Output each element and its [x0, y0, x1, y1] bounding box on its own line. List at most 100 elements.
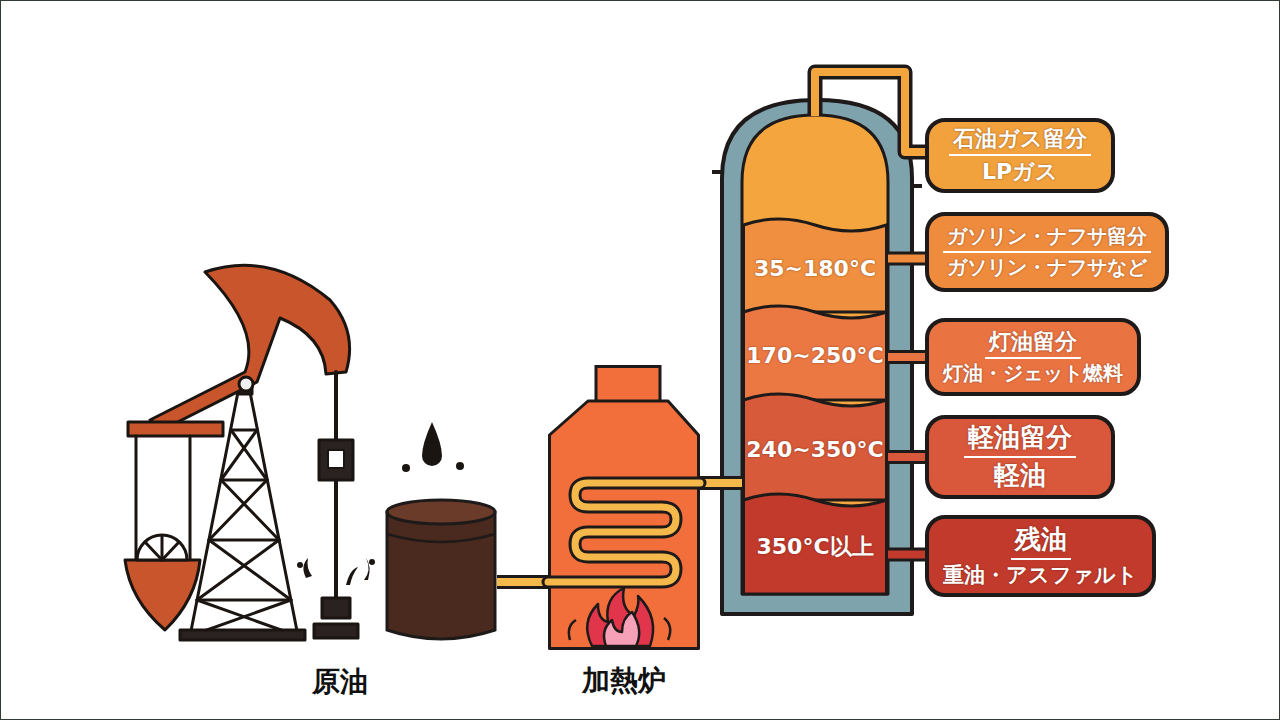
polished-rod — [334, 372, 338, 605]
pipe-connector — [497, 582, 548, 583]
pipe-connector — [888, 258, 925, 259]
counterweight — [125, 560, 200, 630]
band-node: 240~350°C — [742, 400, 888, 500]
wellhead — [322, 598, 350, 618]
pipe-connector — [888, 456, 925, 457]
tank-shape — [385, 498, 497, 642]
pipe-outline — [888, 548, 925, 562]
wellhead-base — [314, 624, 358, 638]
fraction-name: 石油ガス留分 — [949, 126, 1091, 156]
pipe-outline — [888, 450, 925, 464]
fire — [587, 588, 653, 646]
fire — [664, 618, 670, 640]
crank-wheel — [137, 535, 187, 560]
overhead-pipe — [815, 72, 928, 152]
hanger — [135, 436, 138, 560]
temperature-range: 35~180°C — [754, 256, 876, 281]
pipe-fill — [888, 353, 925, 361]
fraction-name: 灯油留分 — [985, 329, 1081, 359]
pipe-connector — [700, 483, 742, 484]
derrick — [197, 540, 279, 600]
derrick — [209, 539, 279, 542]
pipe-fill — [497, 578, 548, 586]
pipe-outline — [888, 350, 925, 364]
heating-coil — [548, 483, 700, 582]
pipe-fill — [888, 551, 925, 559]
wheel-spokes — [162, 542, 179, 560]
tank-top — [387, 500, 495, 524]
column-shell — [722, 100, 912, 614]
overhead-pipe — [815, 72, 928, 152]
furnace-body — [550, 401, 699, 649]
derrick — [221, 479, 267, 482]
splash — [364, 558, 370, 580]
shell-tab — [912, 184, 922, 188]
pipe-connector — [888, 554, 925, 555]
splash — [303, 558, 312, 578]
tank-body — [387, 512, 495, 639]
splash — [297, 558, 375, 585]
pipe-outline — [700, 476, 742, 490]
tank-node: 原油 — [385, 498, 497, 642]
heating-coil — [548, 483, 700, 582]
box-node: 石油ガス留分 LPガス — [925, 118, 1115, 193]
fire — [604, 612, 639, 646]
band-fill — [744, 494, 887, 594]
box-node: ガソリン・ナフサ留分ガソリン・ナフサなど — [925, 212, 1169, 292]
crossbar — [128, 422, 223, 436]
oil-drop — [422, 422, 442, 466]
pipe-connector — [888, 357, 925, 358]
wheel-spokes — [161, 536, 164, 560]
hanger — [189, 436, 192, 560]
overhead-pipe — [815, 72, 928, 152]
derrick — [231, 430, 267, 480]
fraction-name: 残油 — [1011, 525, 1071, 560]
derrick — [209, 540, 291, 600]
splash — [369, 559, 375, 565]
shell-tab — [712, 170, 722, 174]
fire — [569, 620, 576, 640]
walking-beam — [150, 265, 350, 430]
pipe-fill — [888, 255, 925, 263]
fraction-name: 軽油留分 — [964, 423, 1076, 458]
band-node: 35~180°C — [742, 225, 888, 312]
product-name: LPガス — [982, 159, 1058, 184]
equipment-label: 加熱炉 — [548, 665, 700, 697]
product-name: ガソリン・ナフサなど — [947, 256, 1147, 279]
wheel-spokes — [145, 542, 162, 560]
temperature-range: 240~350°C — [746, 437, 883, 462]
tank-band — [387, 534, 495, 542]
furnace-shape — [548, 365, 700, 650]
box-node: 灯油留分灯油・ジェット燃料 — [925, 318, 1141, 396]
product-name: 重油・アスファルト — [943, 563, 1138, 587]
product-name: 灯油・ジェット燃料 — [943, 362, 1123, 385]
band-fill — [744, 394, 887, 500]
band-node: 350°C以上 — [742, 500, 888, 594]
temperature-range: 350°C以上 — [756, 534, 873, 559]
band-node: 170~250°C — [742, 312, 888, 400]
beam-bearing — [239, 377, 253, 391]
pipe-fill — [888, 453, 925, 461]
oil-drop — [402, 464, 410, 472]
furnace-node: 加熱炉 — [548, 365, 700, 650]
splash — [346, 567, 358, 585]
fire — [569, 588, 670, 646]
derrick — [221, 480, 279, 540]
box-node: 残油重油・アスファルト — [925, 515, 1156, 597]
wheel-spokes — [145, 536, 179, 560]
fraction-name: ガソリン・ナフサ留分 — [943, 225, 1151, 253]
heating-coil — [548, 483, 700, 582]
derrick — [197, 599, 291, 602]
derrick — [221, 430, 257, 480]
rod-clamp-hole — [328, 450, 344, 468]
oil-drop — [402, 422, 464, 472]
product-name: 軽油 — [994, 461, 1046, 491]
pipe-fill — [700, 479, 742, 487]
oil-drop — [456, 462, 464, 470]
pump-jack — [125, 265, 375, 640]
derrick-base — [180, 630, 305, 640]
